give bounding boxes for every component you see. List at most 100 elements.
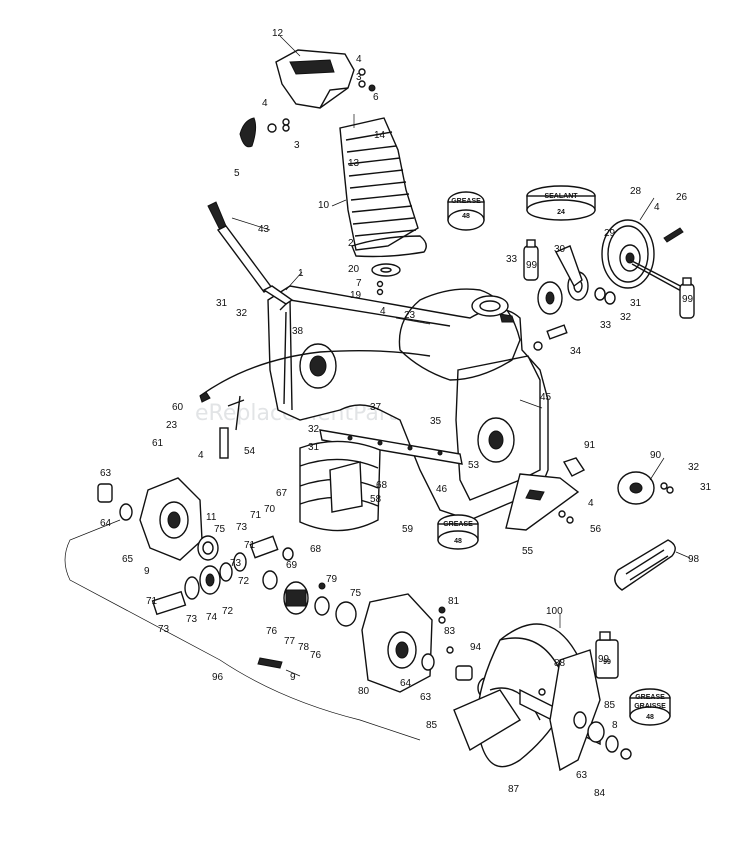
grease-top-label: GREASE: [451, 198, 481, 205]
callout-31: 31: [216, 298, 228, 309]
callout-19: 19: [350, 290, 362, 301]
bearing-bolt: [533, 324, 568, 351]
callout-81: 81: [448, 596, 460, 607]
grease-mid-value: 48: [454, 538, 462, 545]
callout-67: 67: [276, 488, 288, 499]
callout-31: 31: [630, 298, 642, 309]
callout-71: 71: [250, 510, 262, 521]
chute-deflector: [275, 49, 355, 109]
callout-28: 28: [630, 186, 642, 197]
callout-labels: 12 4 3 6 4 3 5 14 13 10 2 43 1 20 7 19 3…: [100, 28, 712, 799]
callout-32: 32: [308, 424, 320, 435]
grease-top-value: 48: [462, 213, 470, 220]
hardware-81-79: [318, 582, 446, 624]
callout-23: 23: [166, 420, 178, 431]
callout-80: 80: [358, 686, 370, 697]
bolt-26: [663, 227, 684, 243]
skid-shoe-55: [505, 473, 580, 531]
chute-rotation-plate: [371, 263, 401, 296]
callout-72: 72: [238, 576, 250, 587]
oil-can-bottom: 99: [595, 631, 619, 679]
callout-38: 38: [292, 326, 304, 337]
callout-53: 53: [468, 460, 480, 471]
callout-85: 85: [426, 720, 438, 731]
callout-4: 4: [198, 450, 204, 461]
callout-75: 75: [350, 588, 362, 599]
gearcase-half-right: [335, 593, 433, 693]
callout-32: 32: [688, 462, 700, 473]
callout-8: 8: [612, 720, 618, 731]
sealant-tub: SEALANT 24: [526, 185, 596, 221]
callout-72: 72: [222, 606, 234, 617]
callout-68: 68: [376, 480, 388, 491]
callout-64: 64: [100, 518, 112, 529]
callout-12: 12: [272, 28, 284, 39]
callout-43: 43: [258, 224, 270, 235]
callout-70: 70: [264, 504, 276, 515]
gearcase-half-left: [139, 477, 203, 561]
callout-4: 4: [356, 54, 362, 65]
callout-35: 35: [430, 416, 442, 427]
callout-99: 99: [682, 294, 694, 305]
callout-55: 55: [522, 546, 534, 557]
callout-3: 3: [294, 140, 300, 151]
impeller: [299, 440, 381, 532]
callout-96: 96: [212, 672, 224, 683]
bearing-flange-90: [617, 471, 674, 505]
sealant-value: 24: [557, 209, 565, 216]
callout-74: 74: [206, 612, 218, 623]
callout-60: 60: [172, 402, 184, 413]
sealant-label: SEALANT: [544, 193, 578, 200]
chute-flexible-spout: [339, 117, 427, 258]
bearing-91: [562, 457, 586, 477]
auger-housing-frame: [267, 285, 549, 521]
leader-lines: [231, 35, 691, 677]
callout-94: 94: [470, 642, 482, 653]
callout-100: 100: [546, 606, 563, 617]
callout-83: 83: [444, 626, 456, 637]
callout-10: 10: [318, 200, 330, 211]
pulley: [601, 219, 655, 289]
callout-26: 26: [676, 192, 688, 203]
callout-31: 31: [308, 442, 320, 453]
callout-79: 79: [326, 574, 338, 585]
auger-spiral: [453, 623, 601, 772]
key-9: [257, 657, 283, 669]
callout-98: 98: [688, 554, 700, 565]
callout-73: 73: [236, 522, 248, 533]
callout-90: 90: [650, 450, 662, 461]
callout-37: 37: [370, 402, 382, 413]
callout-78: 78: [298, 642, 310, 653]
callout-63: 63: [420, 692, 432, 703]
grease-bottom-label-2: GRAISSE: [634, 703, 666, 710]
callout-76: 76: [310, 650, 322, 661]
callout-73: 73: [230, 558, 242, 569]
callout-45: 45: [540, 392, 552, 403]
oil-can-label: 99: [603, 659, 611, 666]
callout-31: 31: [700, 482, 712, 493]
callout-77: 77: [284, 636, 296, 647]
callout-32: 32: [620, 312, 632, 323]
callout-33: 33: [600, 320, 612, 331]
callout-3: 3: [356, 72, 362, 83]
callout-6: 6: [373, 92, 379, 103]
scraper-bar: [319, 429, 463, 465]
callout-7: 7: [356, 278, 362, 289]
callout-4: 4: [588, 498, 594, 509]
callout-54: 54: [244, 446, 256, 457]
callout-91: 91: [584, 440, 596, 451]
callout-61: 61: [152, 438, 164, 449]
callout-76: 76: [266, 626, 278, 637]
callout-4: 4: [654, 202, 660, 213]
callout-63: 63: [576, 770, 588, 781]
callout-9: 9: [290, 672, 296, 683]
callout-64: 64: [400, 678, 412, 689]
callout-68: 68: [310, 544, 322, 555]
callout-85: 85: [604, 700, 616, 711]
grease-mid-label: GREASE: [443, 521, 473, 528]
callout-75: 75: [214, 524, 226, 535]
belt-idler-bracket: [555, 245, 583, 288]
handle-bar: [207, 201, 294, 305]
auger-end-bearings: [538, 688, 632, 760]
callout-88: 88: [554, 658, 566, 669]
